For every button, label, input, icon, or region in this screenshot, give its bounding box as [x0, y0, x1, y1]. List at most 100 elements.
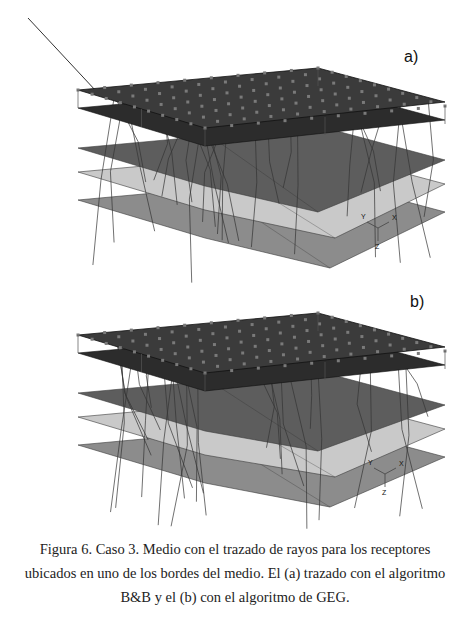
receptor-dot [375, 94, 378, 97]
receptor-dot [417, 352, 420, 355]
axis-label: Z [382, 489, 386, 496]
receptor-dot [199, 339, 202, 342]
receptor-dot [389, 344, 392, 347]
receptor-dot [282, 353, 285, 356]
receptor-dot [349, 108, 352, 111]
receptor-dot [296, 113, 299, 116]
receptor-dot [185, 90, 188, 93]
axis-label: X [392, 214, 397, 221]
receptor-dot [157, 326, 160, 329]
figure-caption: Figura 6. Caso 3. Medio con el trazado d… [14, 538, 456, 610]
receptor-dot [216, 365, 219, 368]
receptor-dot [172, 96, 175, 99]
receptor-dot [213, 343, 216, 346]
fold-line [210, 136, 318, 212]
receptor-dot [266, 338, 269, 341]
receptor-dot [387, 333, 390, 336]
receptor-dot [318, 77, 321, 80]
receptor-dot [130, 84, 133, 87]
plate-edge [445, 351, 446, 369]
receptor-dot [309, 106, 312, 109]
receptor-dot [337, 114, 340, 117]
receptor-dot [279, 87, 282, 90]
ray-path [93, 95, 115, 265]
fold-line [210, 381, 318, 451]
receptor-dot [174, 107, 177, 110]
receptor-dot [269, 115, 272, 118]
receptor-dot [290, 69, 293, 72]
receptor-dot [183, 324, 186, 327]
receptor-dot [291, 325, 294, 328]
receptor-dot [265, 82, 268, 85]
receptor-dot [349, 353, 352, 356]
receptor-dot [157, 81, 160, 84]
plate-edge [205, 128, 206, 146]
receptor-dot [309, 351, 312, 354]
receptor-dot [146, 99, 149, 102]
ray-path [355, 354, 372, 508]
ray-path [111, 349, 134, 512]
receptor-dot [117, 90, 120, 93]
receptor-dot [200, 105, 203, 108]
receptor-dot [202, 116, 205, 119]
axis-line [374, 468, 385, 474]
plate-edge [325, 117, 326, 135]
receptor-dot [373, 328, 376, 331]
receptor-dot [158, 92, 161, 95]
receptor-dot [279, 332, 282, 335]
axis-line [385, 468, 396, 474]
receptor-dot [359, 79, 362, 82]
receptor-dot [186, 101, 189, 104]
receptor-dot [362, 101, 365, 104]
receptor-dot [197, 328, 200, 331]
receptor-dot [243, 362, 246, 365]
receptor-dot [323, 110, 326, 113]
plate-edge [141, 109, 142, 127]
receptor-dot [147, 355, 150, 358]
receptor-dot [130, 329, 133, 332]
receptor-dot [387, 88, 390, 91]
receptor-dot [307, 95, 310, 98]
receptor-dot [376, 350, 379, 353]
receptor-dot [172, 341, 175, 344]
receptor-dot [237, 74, 240, 77]
axis-line [378, 222, 389, 228]
receptor-dot [103, 86, 106, 89]
receptor-dot [332, 327, 335, 330]
axis-label: X [399, 460, 404, 467]
receptor-dot [188, 356, 191, 359]
receptor-dot [429, 345, 432, 348]
receptor-dot [331, 71, 334, 74]
plate-edge [318, 313, 319, 331]
receptor-dot [362, 346, 365, 349]
receptor-dot [224, 326, 227, 329]
receptor-dot [310, 117, 313, 120]
receptor-dot [119, 101, 122, 104]
receptor-dot [241, 352, 244, 355]
medium-panel [77, 312, 447, 529]
receptor-dot [257, 122, 260, 125]
receptor-dot [199, 94, 202, 97]
receptor-dot [200, 350, 203, 353]
receptor-dot [175, 363, 178, 366]
receptor-dot [226, 336, 229, 339]
receptor-dot [323, 355, 326, 358]
receptor-dot [318, 322, 321, 325]
receptor-dot [243, 117, 246, 120]
receptor-dot [197, 83, 200, 86]
receptor-dot [210, 321, 213, 324]
receptor-dot [360, 335, 363, 338]
receptor-dot [376, 105, 379, 108]
receptor-dot [216, 120, 219, 123]
receptor-dot [348, 97, 351, 100]
plate-edge [78, 335, 79, 353]
receptor-dot [224, 81, 227, 84]
receptor-dot [183, 79, 186, 82]
receptor-dot [252, 334, 255, 337]
receptor-dot [185, 335, 188, 338]
receptor-dot [364, 357, 367, 360]
receptor-dot [321, 99, 324, 102]
receptor-dot [364, 112, 367, 115]
receptor-dot [269, 360, 272, 363]
